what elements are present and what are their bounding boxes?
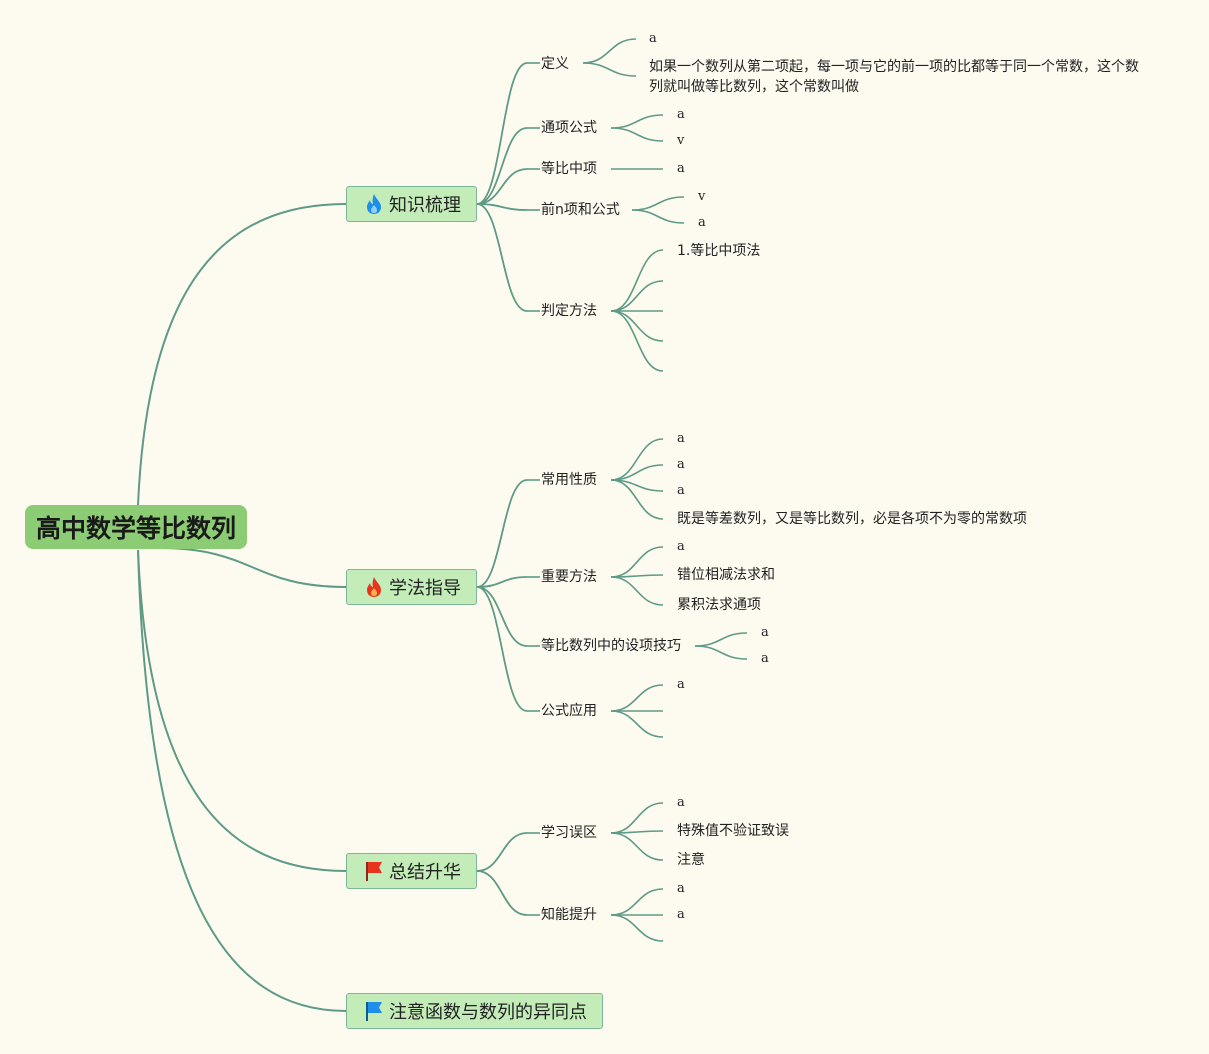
root-link-summary — [137, 549, 347, 872]
leaf-link — [610, 127, 664, 142]
branch-label: 知识梳理 — [389, 195, 461, 216]
leaf-link — [610, 114, 664, 129]
leaf-item[interactable]: a — [698, 215, 706, 230]
leaf-link — [582, 38, 637, 64]
branch-link-1 — [476, 576, 528, 588]
leaf-link — [610, 310, 664, 372]
branch-summary[interactable]: 总结升华 — [346, 853, 477, 889]
leaf-link — [610, 888, 664, 916]
subtopic-ability-improvement[interactable]: 知能提升 — [541, 907, 597, 923]
root-link-knowledge — [137, 203, 347, 506]
leaf-link — [631, 209, 685, 224]
subtopic-term-setting-tricks[interactable]: 等比数列中的设项技巧 — [541, 638, 681, 654]
root-link-study — [159, 547, 347, 588]
leaf-item[interactable]: 1.等比中项法 — [677, 243, 761, 259]
branch-link-1 — [476, 127, 528, 205]
root-topic-label: 高中数学等比数列 — [35, 514, 236, 543]
leaf-link — [610, 249, 664, 312]
leaf-link — [631, 196, 685, 211]
branch-function-vs-sequence[interactable]: 注意函数与数列的异同点 — [346, 993, 603, 1029]
leaf-item[interactable]: a — [677, 161, 685, 176]
branch-link-0 — [476, 62, 528, 205]
subtopic-key-methods[interactable]: 重要方法 — [541, 569, 597, 585]
subtopic-judgment-methods[interactable]: 判定方法 — [541, 303, 597, 319]
leaf-link — [610, 710, 664, 738]
branch-link-1 — [476, 870, 528, 916]
leaf-item[interactable]: 既是等差数列，又是等比数列，必是各项不为零的常数项 — [677, 511, 1027, 527]
branch-link-3 — [476, 203, 528, 211]
red-flag-icon — [363, 860, 385, 882]
subtopic-formula-application[interactable]: 公式应用 — [541, 703, 597, 719]
leaf-item[interactable]: a — [677, 677, 685, 692]
branch-link-3 — [476, 586, 528, 712]
leaf-item[interactable]: 注意 — [677, 852, 705, 868]
leaf-item[interactable]: a — [677, 795, 685, 810]
red-flame-icon — [363, 576, 385, 598]
root-link-function — [137, 549, 347, 1012]
subtopic-sum-formula[interactable]: 前n项和公式 — [541, 202, 620, 218]
leaf-item[interactable]: v — [698, 189, 706, 204]
leaf-link — [610, 684, 664, 712]
leaf-definition-text[interactable]: 如果一个数列从第二项起，每一项与它的前一项的比都等于同一个常数，这个数列就叫做等… — [649, 59, 1139, 95]
subtopic-common-properties[interactable]: 常用性质 — [541, 472, 597, 488]
leaf-link — [694, 645, 748, 660]
leaf-item[interactable]: a — [677, 483, 685, 498]
leaf-link — [610, 576, 664, 606]
subtopic-definition[interactable]: 定义 — [541, 56, 569, 72]
leaf-item[interactable]: v — [677, 133, 685, 148]
leaf-item[interactable]: 错位相减法求和 — [677, 567, 775, 583]
leaf-item[interactable]: a — [677, 431, 685, 446]
leaf-item[interactable]: a — [677, 457, 685, 472]
leaf-link — [610, 280, 664, 312]
leaf-link — [610, 914, 664, 942]
branch-link-2 — [476, 586, 528, 647]
branch-link-0 — [476, 832, 528, 872]
blue-flag-icon — [363, 1000, 385, 1022]
branch-link-4 — [476, 203, 528, 312]
subtopic-learning-pitfalls[interactable]: 学习误区 — [541, 825, 597, 841]
root-topic[interactable]: 高中数学等比数列 — [25, 505, 247, 549]
branch-knowledge-review[interactable]: 知识梳理 — [346, 186, 477, 222]
leaf-item[interactable]: a — [649, 31, 657, 46]
leaf-item[interactable]: a — [761, 625, 769, 640]
branch-label: 注意函数与数列的异同点 — [389, 1002, 587, 1023]
leaf-item[interactable]: a — [677, 881, 685, 896]
branch-label: 学法指导 — [389, 578, 461, 599]
leaf-item[interactable]: a — [677, 107, 685, 122]
branch-link-0 — [476, 479, 528, 588]
branch-link-2 — [476, 168, 528, 205]
leaf-link — [694, 632, 748, 647]
subtopic-geometric-mean[interactable]: 等比中项 — [541, 161, 597, 177]
leaf-link — [610, 802, 664, 834]
leaf-item[interactable]: a — [761, 651, 769, 666]
leaf-link — [610, 310, 664, 342]
leaf-link — [610, 438, 664, 481]
branch-study-guide[interactable]: 学法指导 — [346, 569, 477, 605]
leaf-item[interactable]: 特殊值不验证致误 — [677, 823, 789, 839]
leaf-link — [582, 62, 637, 77]
leaf-item[interactable]: a — [677, 539, 685, 554]
leaf-link — [610, 832, 664, 861]
leaf-item[interactable]: a — [677, 907, 685, 922]
leaf-item[interactable]: 累积法求通项 — [677, 597, 761, 613]
blue-flame-icon — [363, 193, 385, 215]
leaf-link — [610, 479, 664, 520]
leaf-link — [610, 546, 664, 578]
subtopic-general-term[interactable]: 通项公式 — [541, 120, 597, 136]
branch-label: 总结升华 — [389, 862, 461, 883]
